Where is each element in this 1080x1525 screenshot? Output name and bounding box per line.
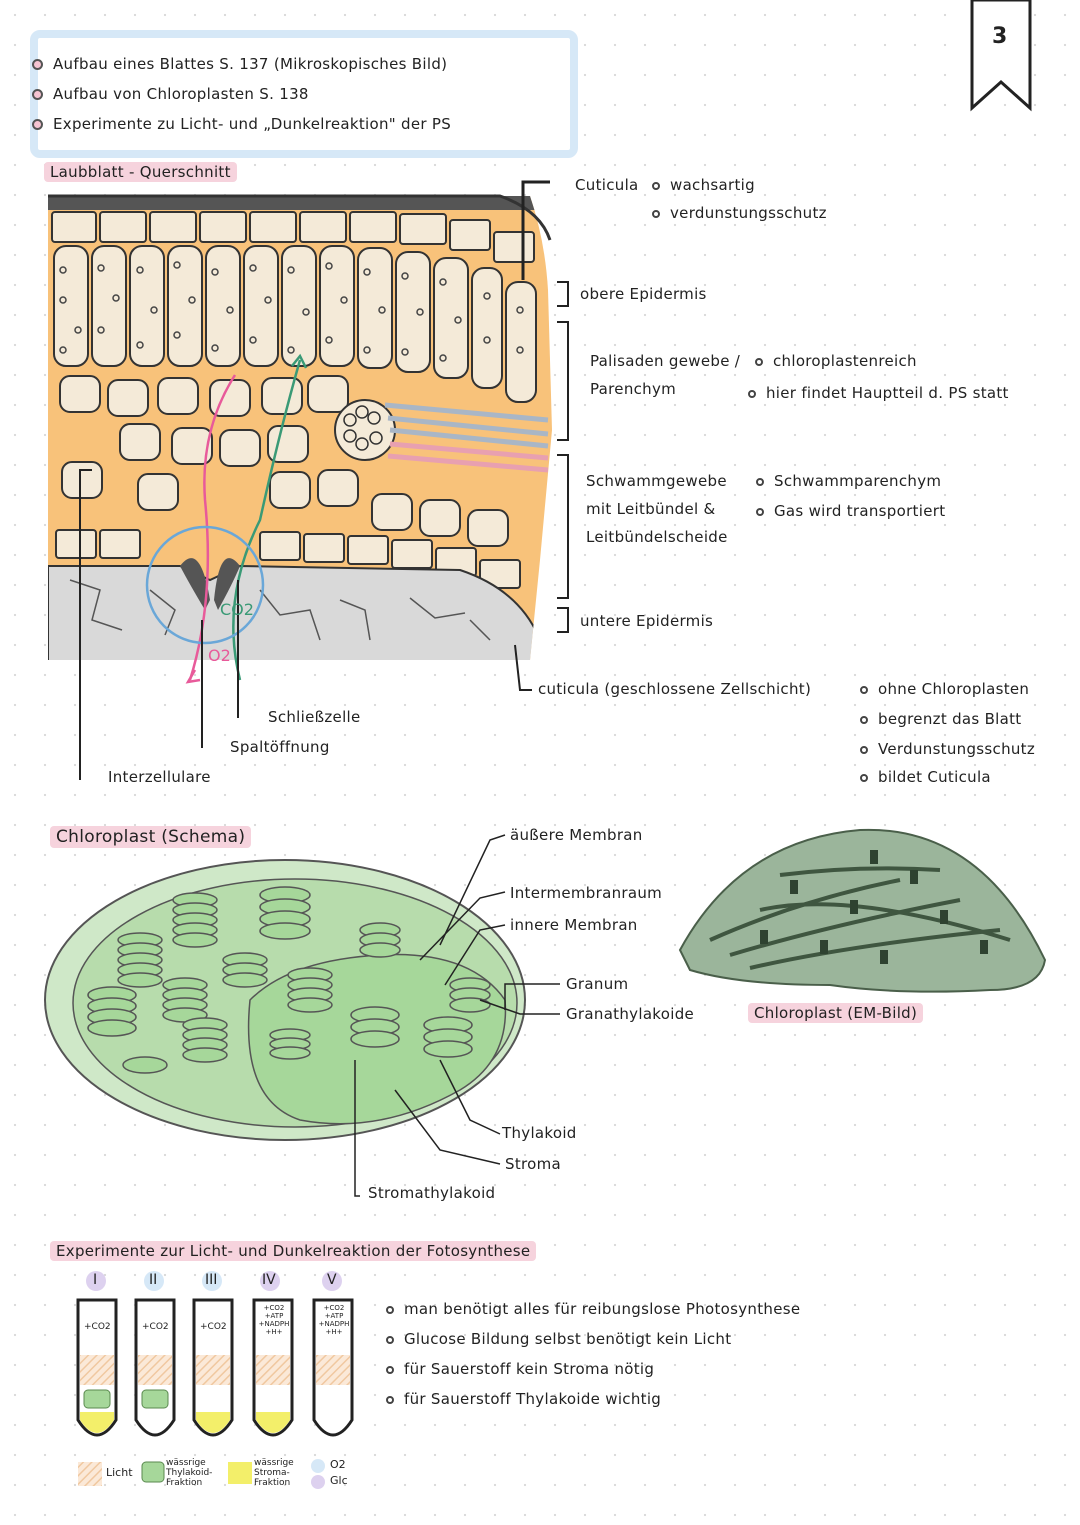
bullet-icon bbox=[860, 745, 868, 754]
legend-o2: O2 bbox=[330, 1458, 346, 1471]
bullet-icon bbox=[386, 1395, 394, 1404]
note-text: für Sauerstoff Thylakoide wichtig bbox=[404, 1390, 662, 1408]
label-thylakoid: Thylakoid bbox=[502, 1124, 577, 1142]
bullet-icon bbox=[755, 357, 763, 366]
note-text: Gas wird transportiert bbox=[774, 502, 946, 520]
experiment-note: Glucose Bildung selbst benötigt kein Lic… bbox=[386, 1330, 731, 1348]
tube-content: +CO2 bbox=[84, 1322, 111, 1332]
palisade-note: hier findet Hauptteil d. PS statt bbox=[748, 384, 1009, 402]
note-text: wachsartig bbox=[670, 176, 755, 194]
cuticula-top-note: wachsartig bbox=[652, 176, 755, 194]
cuticula-top-note: verdunstungsschutz bbox=[652, 204, 827, 222]
topic-text: Experimente zu Licht- und „Dunkelreaktio… bbox=[53, 115, 452, 133]
note-text: hier findet Hauptteil d. PS statt bbox=[766, 384, 1009, 402]
schwamm-note: Gas wird transportiert bbox=[756, 502, 945, 520]
note-text: Glucose Bildung selbst benötigt kein Lic… bbox=[404, 1330, 732, 1348]
tube-numeral: I bbox=[93, 1272, 98, 1288]
topics-box bbox=[30, 30, 578, 158]
bullet-icon bbox=[386, 1365, 394, 1374]
cuticula-bottom-note: ohne Chloroplasten bbox=[860, 680, 1029, 698]
schwamm-label: Schwammgewebe bbox=[586, 472, 727, 490]
cuticula-bottom-note: bildet Cuticula bbox=[860, 768, 991, 786]
tube-numeral: III bbox=[205, 1272, 218, 1288]
bullet-icon bbox=[32, 89, 43, 100]
bullet-icon bbox=[756, 507, 764, 516]
experiments-title: Experimente zur Licht- und Dunkelreaktio… bbox=[50, 1241, 537, 1261]
note-text: chloroplastenreich bbox=[773, 352, 917, 370]
topic-item: Experimente zu Licht- und „Dunkelreaktio… bbox=[32, 115, 451, 133]
label-granum: Granum bbox=[566, 975, 629, 993]
bullet-icon bbox=[860, 715, 868, 724]
obere-epidermis-label: obere Epidermis bbox=[580, 285, 707, 303]
bullet-icon bbox=[748, 389, 756, 398]
untere-epidermis-label: untere Epidermis bbox=[580, 612, 714, 630]
tube-numeral: V bbox=[327, 1272, 337, 1288]
schliesszelle-label: Schließzelle bbox=[268, 708, 361, 726]
palisade-label: Palisaden gewebe / bbox=[590, 352, 741, 370]
chloroplast-title: Chloroplast (Schema) bbox=[50, 826, 252, 848]
bullet-icon bbox=[652, 209, 660, 218]
experiment-note: man benötigt alles für reibungslose Phot… bbox=[386, 1300, 800, 1318]
bullet-icon bbox=[652, 181, 660, 190]
topic-item: Aufbau von Chloroplasten S. 138 bbox=[32, 85, 309, 103]
note-text: bildet Cuticula bbox=[878, 768, 991, 786]
bullet-icon bbox=[860, 685, 868, 694]
legend-licht: Licht bbox=[106, 1466, 133, 1479]
note-text: begrenzt das Blatt bbox=[878, 710, 1022, 728]
interzellulare-label: Interzellulare bbox=[108, 768, 211, 786]
legend-stroma: wässrige Stroma-Fraktion bbox=[254, 1458, 294, 1488]
label-granathylakoide: Granathylakoide bbox=[566, 1005, 695, 1023]
cuticula-bottom-note: begrenzt das Blatt bbox=[860, 710, 1021, 728]
palisade-note: chloroplastenreich bbox=[755, 352, 917, 370]
o2-label: O2 bbox=[208, 646, 231, 665]
em-image-label: Chloroplast (EM-Bild) bbox=[748, 1003, 924, 1023]
topic-item: Aufbau eines Blattes S. 137 (Mikroskopis… bbox=[32, 55, 447, 73]
label-intermembranraum: Intermembranraum bbox=[510, 884, 663, 902]
label-aeussere-membran: äußere Membran bbox=[510, 826, 643, 844]
schwamm-label-3: Leitbündelscheide bbox=[586, 528, 728, 546]
bullet-icon bbox=[386, 1335, 394, 1344]
note-text: für Sauerstoff kein Stroma nötig bbox=[404, 1360, 655, 1378]
schwamm-label-2: mit Leitbündel & bbox=[586, 500, 716, 518]
palisade-label-2: Parenchym bbox=[590, 380, 677, 398]
bullet-icon bbox=[32, 59, 43, 70]
cuticula-bottom-label: cuticula (geschlossene Zellschicht) bbox=[538, 680, 812, 698]
tube-content: +CO2 +ATP +NADPH +H+ bbox=[258, 1304, 290, 1336]
co2-label: CO2 bbox=[220, 600, 254, 619]
cuticula-top-label: Cuticula bbox=[575, 176, 639, 194]
topic-text: Aufbau von Chloroplasten S. 138 bbox=[53, 85, 309, 103]
legend-glc: Glc bbox=[330, 1474, 348, 1487]
tube-numeral: II bbox=[149, 1272, 158, 1288]
experiment-note: für Sauerstoff Thylakoide wichtig bbox=[386, 1390, 661, 1408]
note-text: ohne Chloroplasten bbox=[878, 680, 1030, 698]
bullet-icon bbox=[386, 1305, 394, 1314]
note-text: man benötigt alles für reibungslose Phot… bbox=[404, 1300, 801, 1318]
tube-content: +CO2 +ATP +NADPH +H+ bbox=[318, 1304, 350, 1336]
tube-content: +CO2 bbox=[142, 1322, 169, 1332]
page-number: 3 bbox=[992, 24, 1008, 49]
experiment-note: für Sauerstoff kein Stroma nötig bbox=[386, 1360, 654, 1378]
note-text: Schwammparenchym bbox=[774, 472, 942, 490]
bullet-icon bbox=[32, 119, 43, 130]
note-text: verdunstungsschutz bbox=[670, 204, 827, 222]
bullet-icon bbox=[756, 477, 764, 486]
note-text: Verdunstungsschutz bbox=[878, 740, 1036, 758]
legend-thylakoid: wässrige Thylakoid-Fraktion bbox=[166, 1458, 213, 1488]
tube-numeral: IV bbox=[262, 1272, 276, 1288]
label-stromathylakoid: Stromathylakoid bbox=[368, 1184, 496, 1202]
topic-text: Aufbau eines Blattes S. 137 (Mikroskopis… bbox=[53, 55, 448, 73]
schwamm-note: Schwammparenchym bbox=[756, 472, 941, 490]
leaf-section-title: Laubblatt - Querschnitt bbox=[44, 162, 237, 182]
label-innere-membran: innere Membran bbox=[510, 916, 638, 934]
bullet-icon bbox=[860, 773, 868, 782]
cuticula-bottom-note: Verdunstungsschutz bbox=[860, 740, 1035, 758]
spaltoeffnung-label: Spaltöffnung bbox=[230, 738, 330, 756]
tube-content: +CO2 bbox=[200, 1322, 227, 1332]
label-stroma: Stroma bbox=[505, 1155, 562, 1173]
